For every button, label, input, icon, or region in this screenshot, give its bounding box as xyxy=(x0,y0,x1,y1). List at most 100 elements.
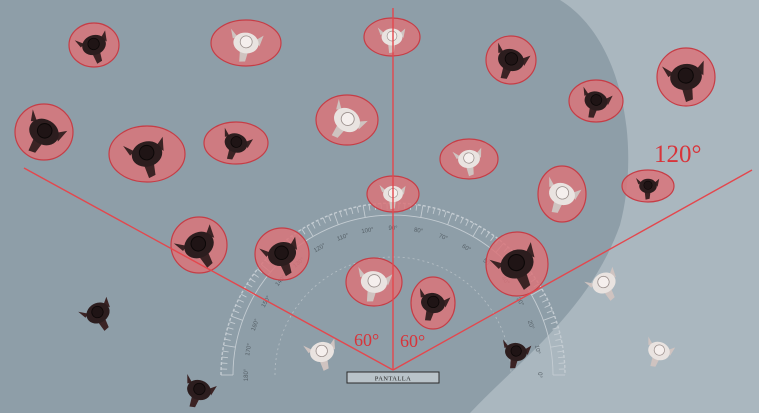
person-top-view-icon xyxy=(358,267,393,302)
protractor-tick xyxy=(543,315,555,321)
person-top-view-icon xyxy=(489,242,535,290)
protractor-tick xyxy=(222,350,229,353)
protractor-tick xyxy=(539,293,546,298)
person-top-view-icon xyxy=(648,336,676,367)
protractor-tick xyxy=(557,350,564,353)
protractor-tick xyxy=(253,273,259,278)
protractor-tick xyxy=(542,299,548,303)
protractor-tick xyxy=(240,293,247,298)
protractor-tick xyxy=(550,344,563,348)
person-top-view-icon xyxy=(583,86,613,118)
protractor-tick-label: 110° xyxy=(336,233,350,243)
highlighted-person xyxy=(621,169,675,203)
person-top-view-icon xyxy=(549,176,582,213)
protractor-tick-label: 170° xyxy=(245,342,253,356)
protractor-tick xyxy=(555,338,562,341)
protractor-tick xyxy=(350,208,354,215)
protractor-tick xyxy=(231,315,243,321)
protractor-tick xyxy=(328,215,332,222)
protractor-tick xyxy=(544,304,551,308)
highlighted-person xyxy=(315,94,379,146)
protractor-tick xyxy=(420,205,424,218)
protractor-tick xyxy=(427,206,430,213)
protractor-tick xyxy=(558,356,565,359)
protractor-tick xyxy=(415,204,418,211)
protractor-tick xyxy=(229,321,236,325)
highlighted-person xyxy=(537,165,587,223)
person-top-view-icon xyxy=(231,28,264,62)
person-top-view-icon xyxy=(259,236,298,277)
protractor-tick-label: 120° xyxy=(313,243,327,255)
person-top-view-icon xyxy=(636,178,660,200)
protractor-tick xyxy=(301,228,306,235)
protractor-tick-label: 70° xyxy=(438,233,449,242)
protractor-tick xyxy=(470,222,475,229)
protractor-tick xyxy=(552,327,559,330)
viewing-angle-lines xyxy=(23,8,753,371)
protractor-tick xyxy=(443,211,447,218)
people-out-of-view xyxy=(78,266,676,408)
protractor-tick xyxy=(333,213,339,225)
protractor-tick xyxy=(227,327,234,330)
people-in-view xyxy=(14,17,716,330)
highlighted-person xyxy=(210,19,282,67)
protractor-tick xyxy=(485,232,490,238)
protractor-tick xyxy=(224,338,231,341)
protractor-tick xyxy=(490,235,495,241)
protractor-tick xyxy=(226,332,233,336)
highlighted-person xyxy=(439,138,499,180)
protractor-tick xyxy=(447,213,453,225)
protractor-tick xyxy=(221,356,228,359)
protractor-tick xyxy=(246,283,253,288)
protractor-tick xyxy=(368,204,371,211)
person-top-view-icon xyxy=(419,288,451,321)
protractor-tick xyxy=(322,217,326,224)
angle-label-left: 60° xyxy=(354,330,379,350)
protractor-tick xyxy=(345,209,348,216)
protractor-tick xyxy=(454,215,458,222)
protractor-tick-label: 180° xyxy=(244,368,250,381)
protractor-tick-label: 80° xyxy=(413,227,424,235)
highlighted-person xyxy=(170,216,228,274)
person-top-view-icon xyxy=(584,266,616,301)
angle-label-right: 60° xyxy=(400,331,425,351)
highlighted-person xyxy=(410,276,456,330)
protractor-tick xyxy=(339,211,343,218)
person-top-view-icon xyxy=(28,109,68,153)
protractor-tick-label: 0° xyxy=(536,372,542,378)
protractor-tick xyxy=(233,310,240,314)
protractor-tick xyxy=(531,288,543,296)
protractor-tick-label: 100° xyxy=(361,227,375,235)
person-top-view-icon xyxy=(173,224,215,268)
highlighted-person xyxy=(485,231,549,297)
highlighted-person xyxy=(363,17,421,57)
protractor-tick xyxy=(235,304,242,308)
person-top-view-icon xyxy=(78,296,110,331)
highlighted-person xyxy=(656,47,716,107)
highlighted-person xyxy=(14,103,74,161)
protractor-tick xyxy=(472,225,480,237)
highlighted-person xyxy=(68,22,120,68)
highlighted-person xyxy=(203,121,269,165)
highlighted-person xyxy=(485,35,537,85)
person-top-view-icon xyxy=(74,30,107,64)
left-boundary-line xyxy=(23,167,394,371)
highlighted-person xyxy=(345,257,403,307)
protractor-tick xyxy=(546,310,553,314)
protractor-tick xyxy=(550,321,557,325)
highlighted-person xyxy=(254,227,310,281)
protractor-tick xyxy=(306,225,314,237)
protractor-tick xyxy=(480,228,485,235)
person-top-view-icon xyxy=(123,136,164,179)
protractor-tick xyxy=(438,209,441,216)
protractor-tick xyxy=(356,206,359,213)
protractor-tick-label: 60° xyxy=(461,244,472,254)
protractor-tick xyxy=(223,344,236,348)
protractor-tick xyxy=(257,268,263,274)
screen: PANTALLA xyxy=(346,371,440,384)
person-top-view-icon xyxy=(187,374,217,408)
protractor-tick-label: 20° xyxy=(526,320,535,331)
protractor-tick-label: 30° xyxy=(515,297,525,308)
protractor-tick-label: 10° xyxy=(533,345,541,356)
